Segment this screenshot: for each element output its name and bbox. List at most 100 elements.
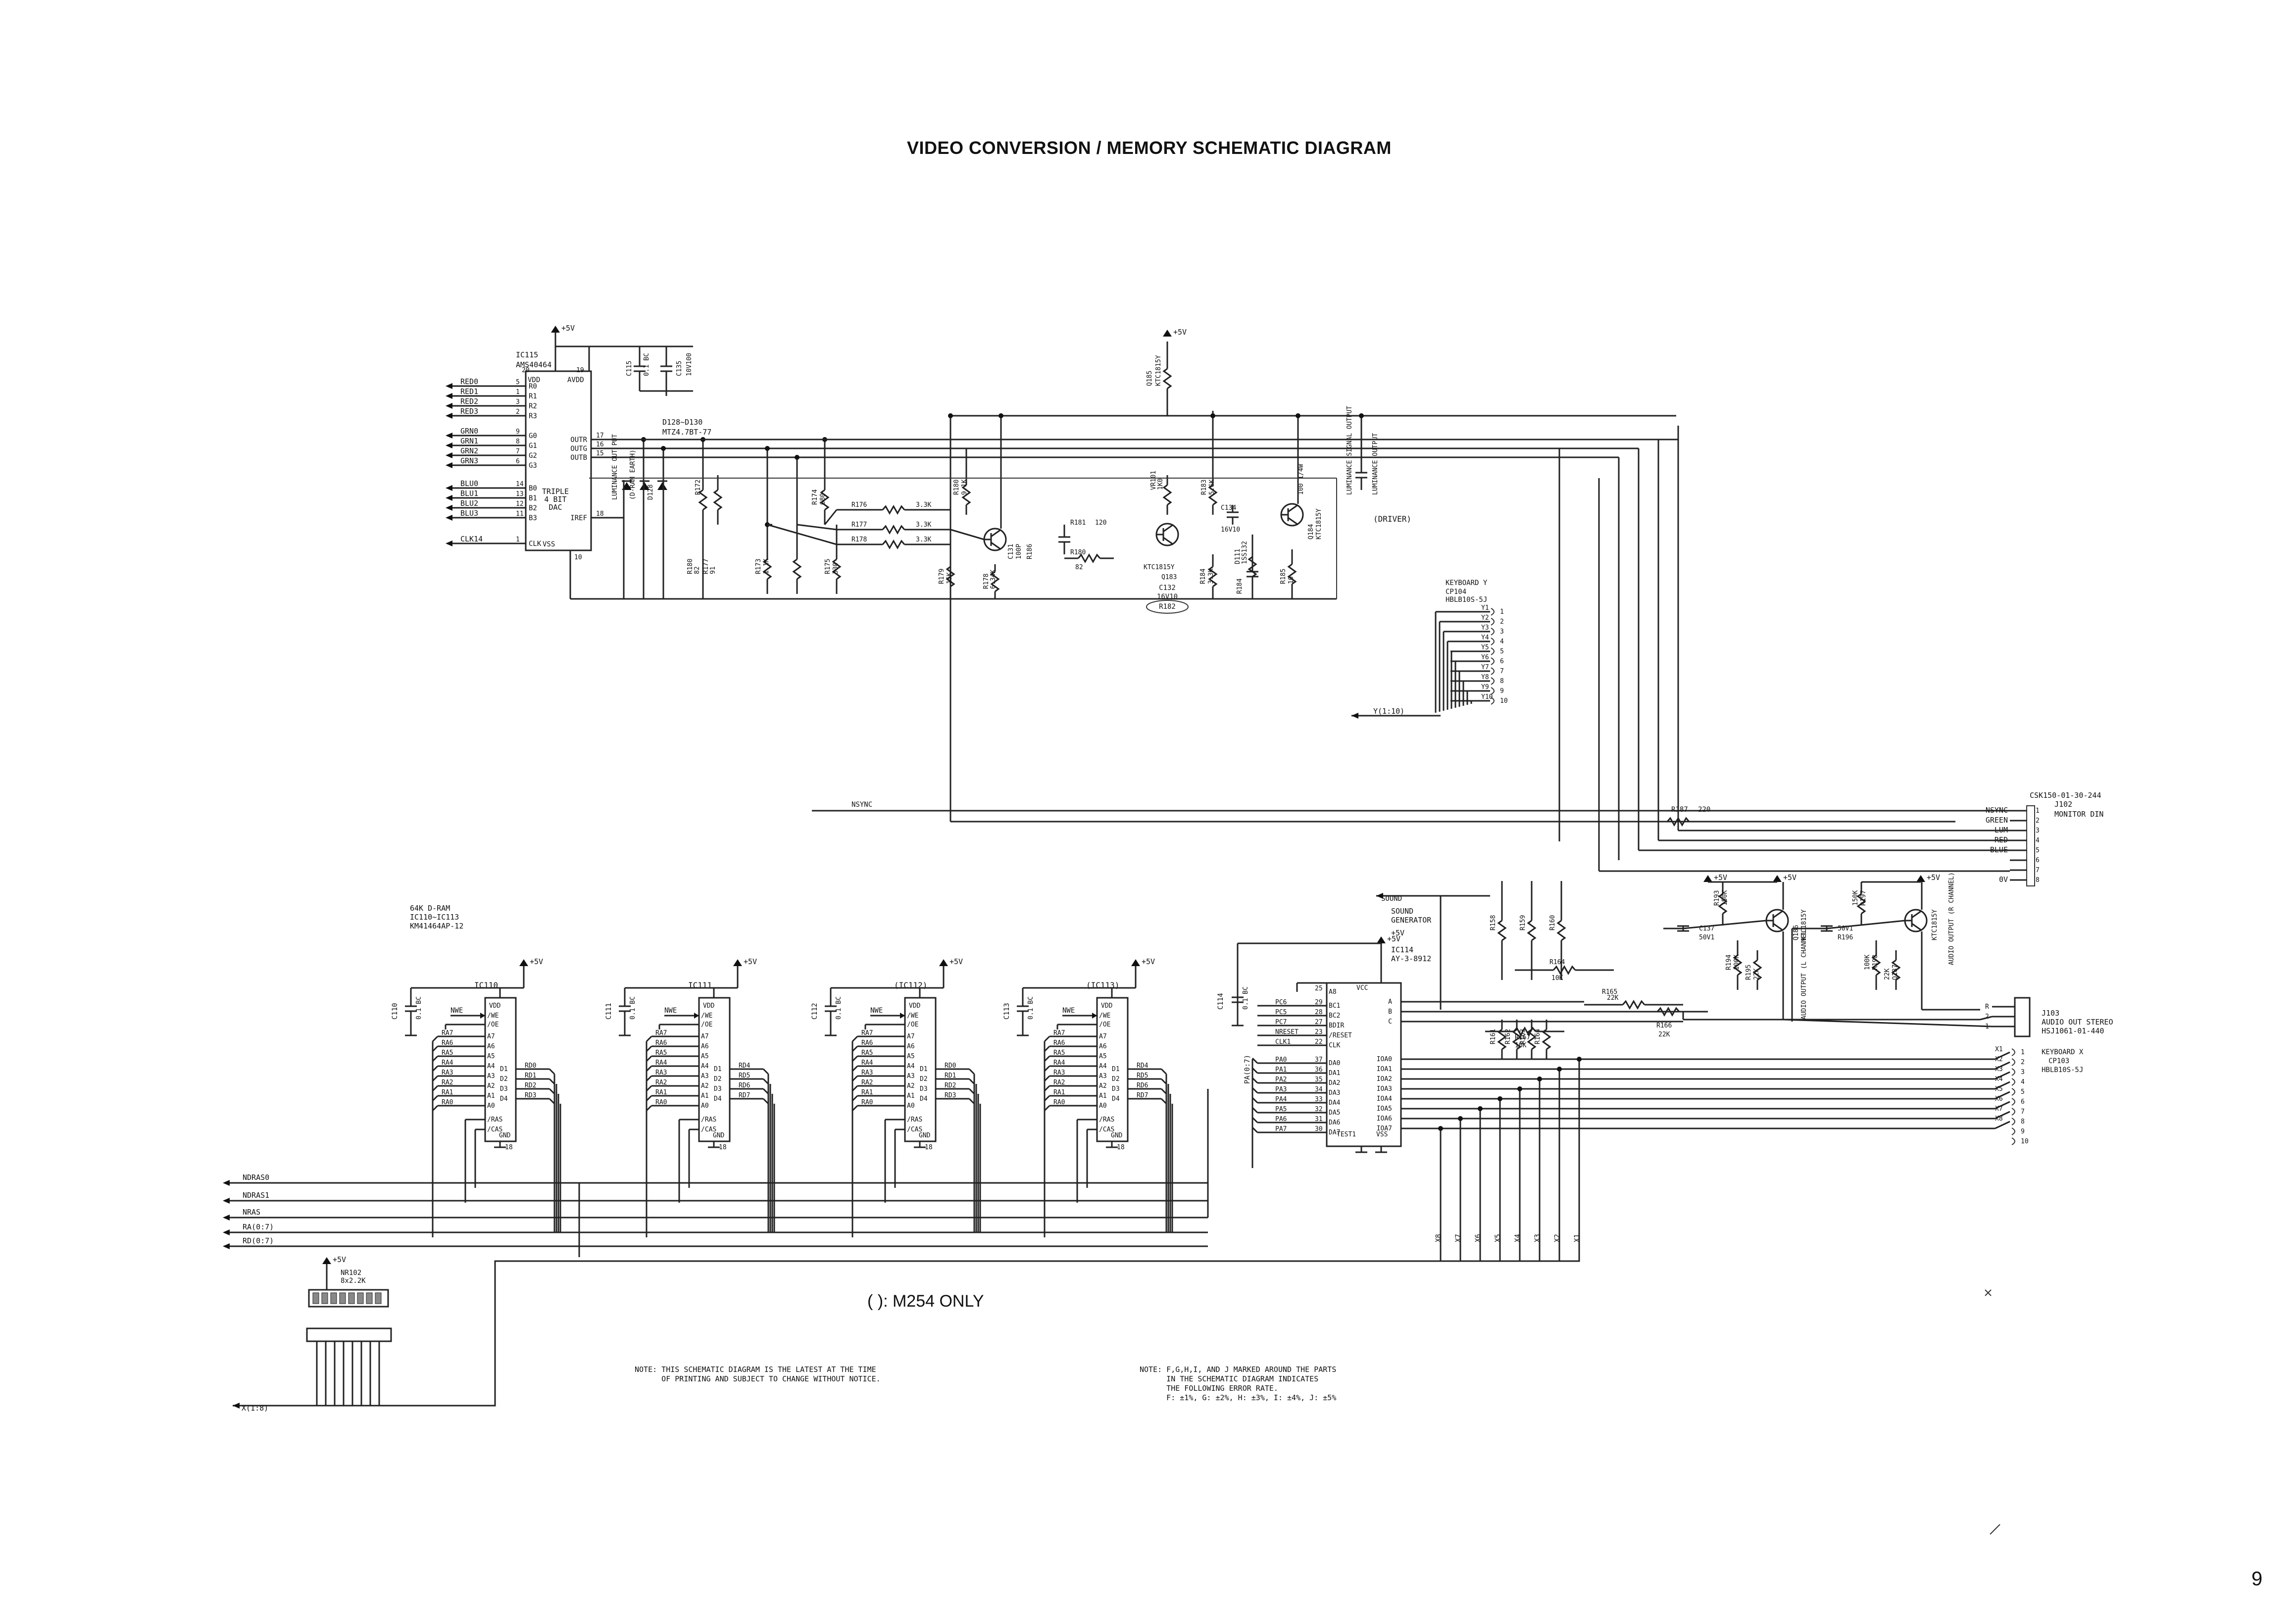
- sound-pin-label: BC1: [1329, 1002, 1340, 1010]
- wire: [432, 1055, 439, 1062]
- wire: [432, 1065, 439, 1072]
- m254-only-note: ( ): M254 ONLY: [867, 1292, 984, 1311]
- keyboard-y-line: Y9: [1481, 684, 1489, 691]
- dac-ic-box: [525, 370, 592, 551]
- sound-pin-label: A: [1388, 998, 1392, 1006]
- junction-dot: [1537, 1076, 1542, 1081]
- part-label: R193: [1713, 890, 1721, 906]
- dac-pin-number: 13: [516, 490, 524, 498]
- dram-pin-label: D3: [1112, 1085, 1120, 1093]
- keyboard-y-pin: 5: [1500, 648, 1504, 655]
- resistor-r178: [713, 489, 723, 511]
- keyboard-y-line: Y5: [1481, 644, 1489, 651]
- dram-address-net: RA4: [655, 1059, 667, 1067]
- dram-pin-label: /RAS: [701, 1116, 716, 1124]
- wire: [1995, 1121, 2010, 1129]
- connector-pin-icon: [1491, 687, 1495, 695]
- dram-pin-label: D4: [714, 1095, 722, 1103]
- part-label: R158: [1490, 915, 1497, 930]
- bus-arrow-icon: [223, 1180, 230, 1186]
- part-label: KTC1815Y: [1315, 508, 1323, 539]
- wire: [824, 509, 838, 525]
- resistor-r178b: [882, 539, 905, 550]
- keyboard-y-pin: 2: [1500, 618, 1504, 626]
- dram-pin-label: A4: [907, 1063, 915, 1070]
- sound-pin-number: 36: [1315, 1066, 1323, 1074]
- dac-pin-label: R0: [529, 383, 537, 391]
- sound-pin-label: BC2: [1329, 1012, 1340, 1020]
- dram-pin-label: D3: [920, 1085, 928, 1093]
- dram-address-net: RA5: [655, 1049, 667, 1057]
- dram-cap-ref: C110: [391, 1003, 399, 1020]
- part-label: R178: [851, 536, 867, 543]
- part-label: 3.3K: [916, 521, 931, 529]
- dac-pin-number: 10: [574, 554, 582, 561]
- dram-pin-label: D3: [500, 1085, 508, 1093]
- dram-data-net: RD0: [945, 1062, 956, 1070]
- bus-label: NDRAS0: [243, 1173, 269, 1182]
- dram-cap-ref: C111: [605, 1003, 613, 1020]
- dram-pin-label: D4: [500, 1095, 508, 1103]
- wire: [1044, 1095, 1050, 1102]
- dram-pin-label: /WE: [701, 1012, 712, 1020]
- dram-address-net: RA6: [442, 1039, 453, 1047]
- wire: [1163, 524, 1174, 533]
- part-label: R160: [1549, 915, 1556, 930]
- part-label: 3.3K: [916, 536, 931, 543]
- connector-pin-icon: [1491, 628, 1495, 635]
- dac-pin-label: IREF: [570, 514, 587, 522]
- dac-input-net: RED0: [460, 377, 478, 386]
- part-label: 15K: [946, 572, 953, 584]
- wire: [991, 529, 1001, 538]
- wire: [1826, 920, 1905, 929]
- error-rate-note: NOTE: F,G,H,I, AND J MARKED AROUND THE P…: [1140, 1365, 1337, 1402]
- dram-pin-label: D4: [920, 1095, 928, 1103]
- part-label: 16V10: [1221, 526, 1240, 534]
- resistor-icon: [1891, 959, 1901, 981]
- sound-pin-number: 28: [1315, 1009, 1323, 1016]
- wire: [432, 1045, 439, 1052]
- signal-arrow-icon: [446, 462, 452, 468]
- dac-pin-number: 19: [576, 367, 584, 374]
- dram-nwe-net: NWE: [870, 1007, 883, 1015]
- connector-pin-icon: [2011, 1098, 2015, 1106]
- audio-jack-pin: R: [1985, 1003, 1989, 1011]
- wire: [646, 1095, 652, 1102]
- wire: [1251, 1107, 1258, 1114]
- part-label: R196: [1838, 934, 1853, 941]
- connector-pin-icon: [1491, 657, 1495, 665]
- part-label: C131: [1007, 544, 1015, 559]
- monitor-pin: 1: [2036, 807, 2040, 815]
- wire: [549, 1098, 555, 1105]
- wire: [991, 541, 1001, 550]
- wire: [549, 1068, 555, 1075]
- resnet-element-icon: [321, 1292, 328, 1304]
- resistor-icon: [961, 484, 971, 506]
- resistor-icon: [1497, 920, 1507, 941]
- part-label: KTC1815Y: [1931, 909, 1939, 940]
- nsync-net-label: NSYNC: [851, 801, 872, 809]
- dac-part: AMS40464: [516, 360, 551, 369]
- wire: [1980, 1016, 1993, 1021]
- dram-data-net: RD3: [945, 1092, 956, 1099]
- dram-address-net: RA4: [1053, 1059, 1065, 1067]
- sound-pin-label: TEST1: [1337, 1131, 1356, 1138]
- dram-address-net: RA6: [861, 1039, 873, 1047]
- dram-address-net: RA1: [861, 1089, 873, 1096]
- wire: [1251, 1087, 1258, 1094]
- resnet-pin-box: [306, 1327, 392, 1342]
- junction-dot: [1478, 1106, 1483, 1111]
- resnet-element-icon: [375, 1292, 382, 1304]
- signal-arrow-icon: [694, 1013, 699, 1019]
- sound-pin-number: 27: [1315, 1019, 1323, 1026]
- sound-pin-number: 30: [1315, 1125, 1323, 1133]
- dram-pin-label: D2: [500, 1075, 508, 1083]
- sound-pin-label: B: [1388, 1008, 1392, 1016]
- sound-label: GENERATOR: [1391, 916, 1432, 925]
- dram-pin-label: VDD: [909, 1002, 921, 1010]
- part-label: R177: [851, 521, 867, 529]
- part-label: R198: [1872, 955, 1879, 970]
- connector-pin-icon: [1491, 618, 1495, 626]
- keyboard-y-pin: 6: [1500, 658, 1504, 665]
